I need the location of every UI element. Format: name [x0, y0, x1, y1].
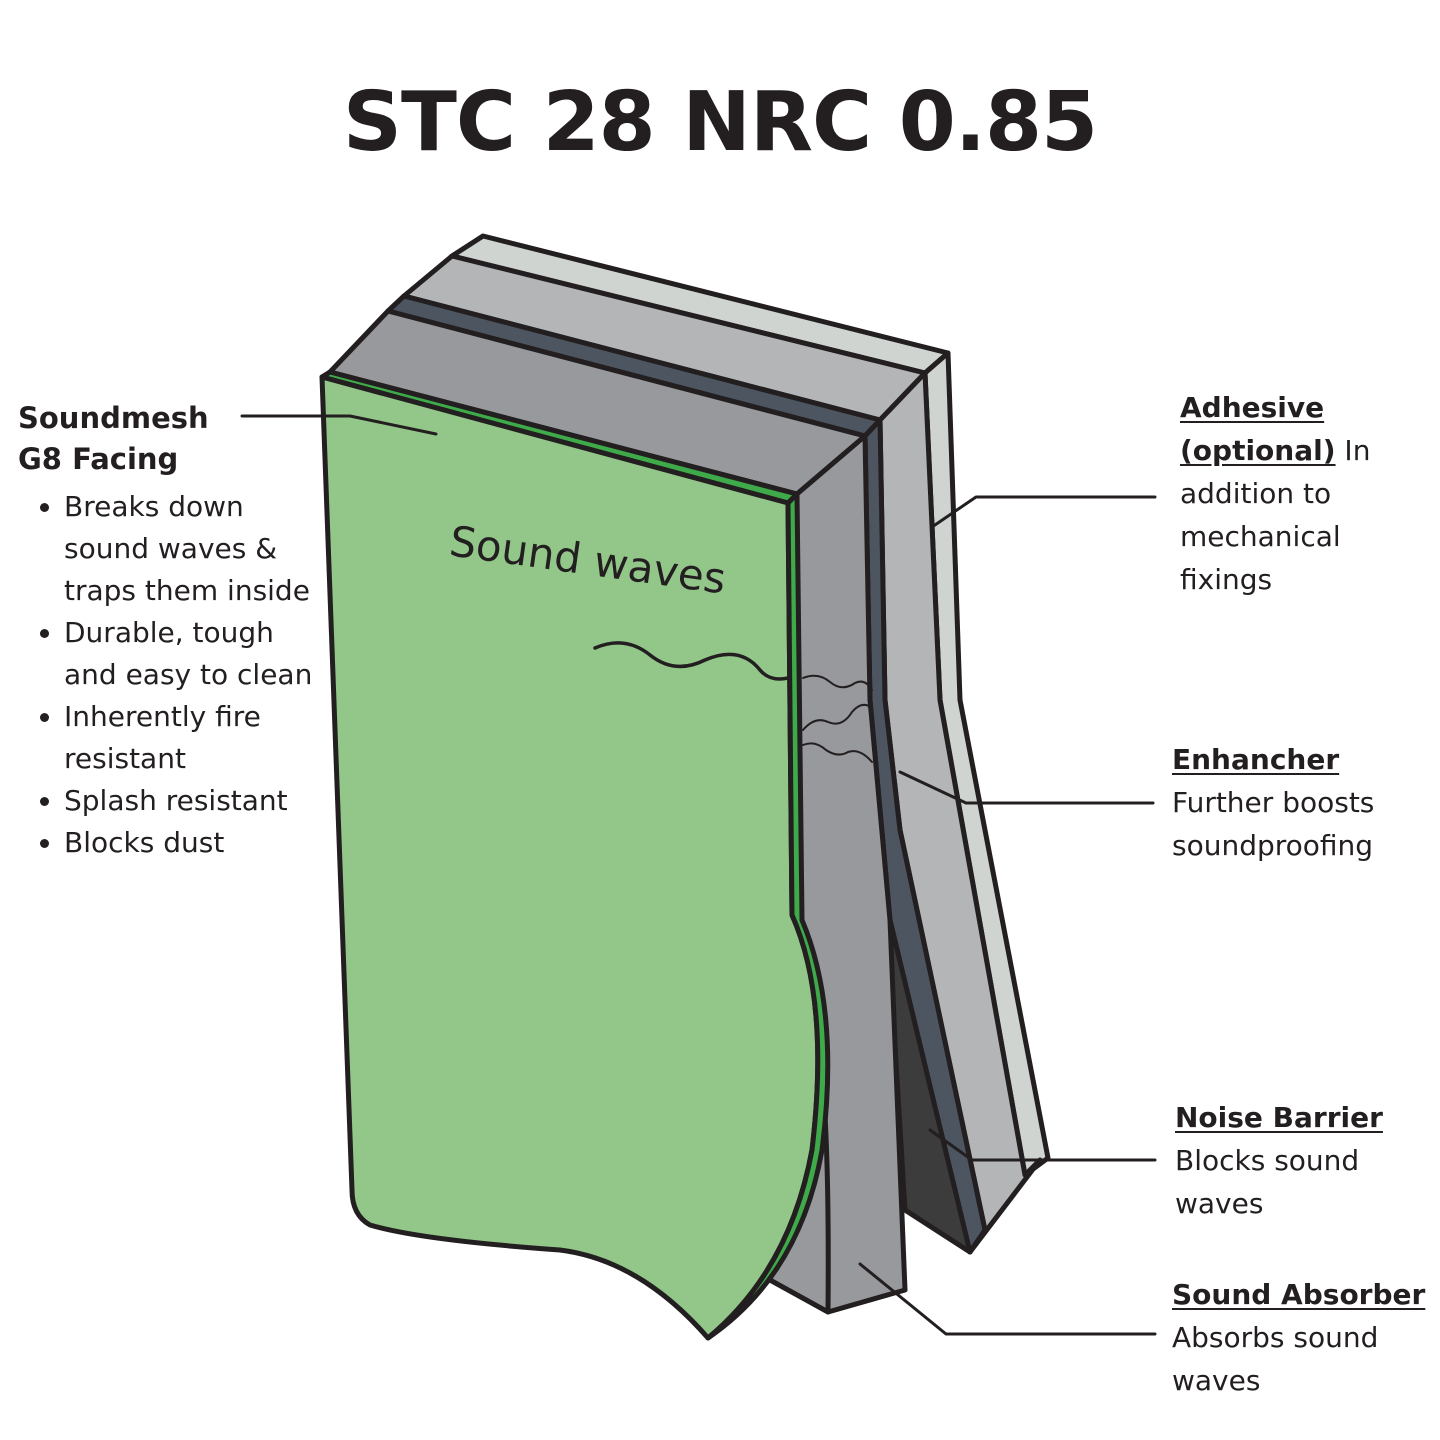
sound-absorber-callout: Sound Absorber Absorbs sound waves	[1172, 1273, 1434, 1402]
facing-layer-front	[319, 374, 821, 1341]
feature-item: Inherently fire resistant	[64, 696, 328, 780]
enhancher-description: Further boosts soundproofing	[1172, 786, 1375, 862]
adhesive-description: In addition to mechanical fixings	[1180, 434, 1371, 596]
facing-callout: Soundmesh G8 Facing Breaks down sound wa…	[18, 398, 328, 864]
noise-barrier-heading: Noise Barrier	[1175, 1101, 1383, 1134]
feature-item: Durable, tough and easy to clean	[64, 612, 328, 696]
facing-heading-line2: G8 Facing	[18, 442, 179, 476]
page-title: STC 28 NRC 0.85	[342, 75, 1098, 170]
sound-wave-inner-3	[802, 742, 873, 763]
enhancher-callout: Enhancher Further boosts soundproofing	[1172, 738, 1434, 867]
sound-absorber-heading: Sound Absorber	[1172, 1278, 1426, 1311]
feature-item: Blocks dust	[64, 822, 328, 864]
noise-barrier-callout: Noise Barrier Blocks sound waves	[1175, 1096, 1415, 1225]
barrier-leader-line	[928, 1128, 1157, 1162]
facing-heading-line1: Soundmesh	[18, 401, 209, 435]
sound-wave-icon	[593, 641, 790, 681]
sound-wave-inner-1	[802, 674, 873, 691]
enhancher-leader-line	[898, 770, 1155, 805]
noise-barrier-description: Blocks sound waves	[1175, 1144, 1360, 1220]
enhancher-heading: Enhancher	[1172, 743, 1340, 776]
feature-item: Breaks down sound waves & traps them ins…	[64, 486, 328, 612]
sound-absorber-description: Absorbs sound waves	[1172, 1321, 1379, 1397]
adhesive-leader-line	[930, 495, 1157, 529]
absorber-leader-line	[858, 1262, 1157, 1336]
facing-leader-line	[240, 414, 438, 436]
adhesive-heading: Adhesive (optional)	[1180, 391, 1336, 467]
adhesive-callout: Adhesive (optional) In addition to mecha…	[1180, 386, 1410, 601]
sound-wave-inner-2	[802, 703, 873, 731]
facing-feature-list: Breaks down sound waves & traps them ins…	[18, 486, 328, 864]
feature-item: Splash resistant	[64, 780, 328, 822]
facing-layer-edge	[705, 491, 831, 1341]
